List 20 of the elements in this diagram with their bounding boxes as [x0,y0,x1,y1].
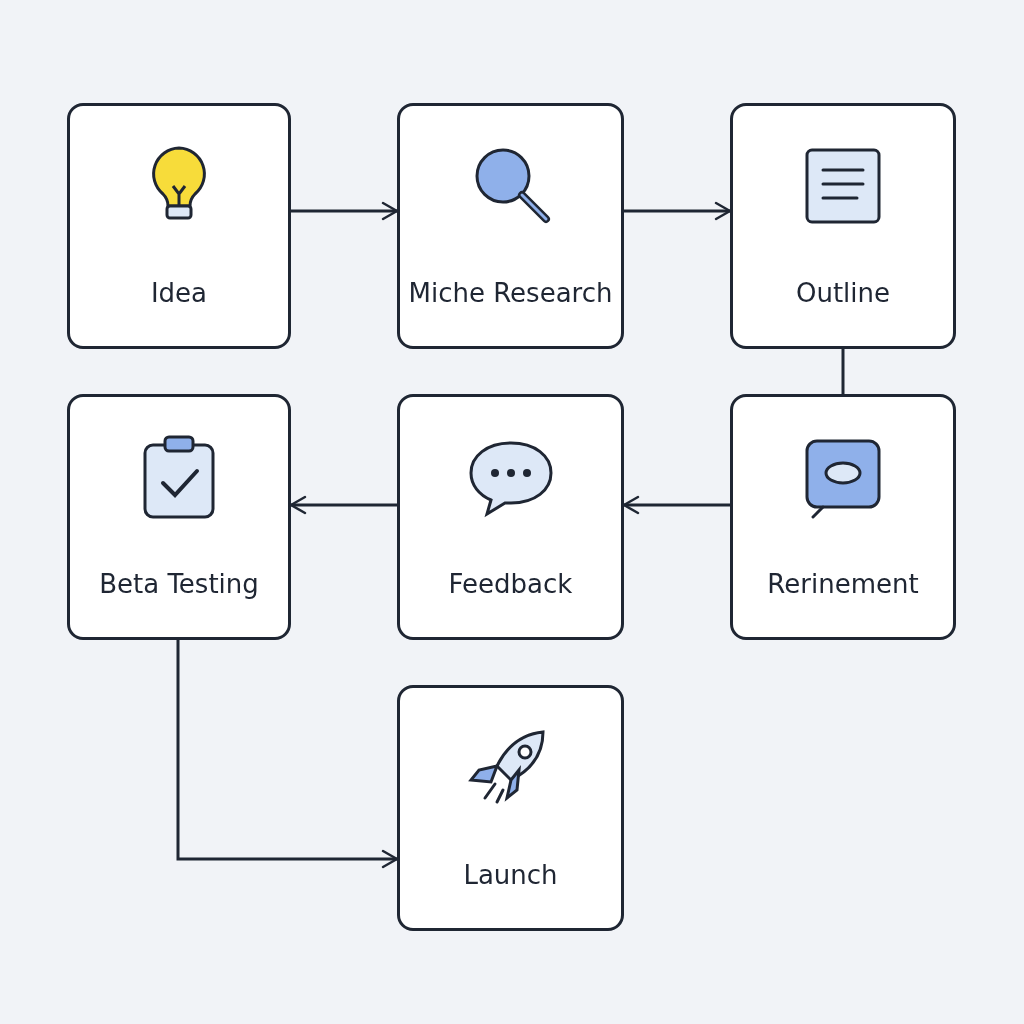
process-card [67,394,291,640]
node-label: Miche Research [408,277,613,310]
arrow [622,495,730,515]
process-card [730,394,956,640]
node-label: Rerinement [766,568,920,601]
arrow [624,201,732,221]
node-label: Feedback [447,568,574,601]
process-card [397,103,624,349]
arrow [291,201,399,221]
node-label: Idea [149,277,209,310]
process-card [397,685,624,931]
arrow [289,495,397,515]
node-label: Beta Testing [98,568,260,601]
node-label: Outline [794,277,892,310]
node-label: Launch [462,859,559,892]
process-card [397,394,624,640]
process-card [730,103,956,349]
arrow [176,640,399,869]
connector-line [841,349,845,394]
process-card [67,103,291,349]
